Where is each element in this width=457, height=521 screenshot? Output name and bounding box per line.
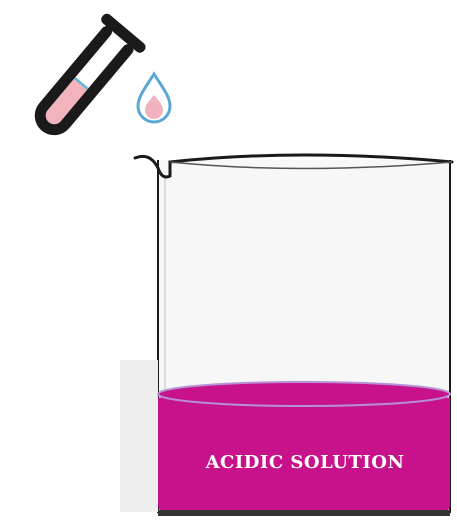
solution-surface <box>157 381 451 407</box>
solution-label: ACIDIC SOLUTION <box>205 452 405 473</box>
droplet-inner <box>145 95 163 119</box>
test-tube-rim <box>101 13 146 53</box>
test-tube-meniscus <box>73 77 89 90</box>
test-tube-liquid <box>45 78 88 125</box>
droplet-icon <box>136 71 172 124</box>
beaker-base <box>158 510 450 516</box>
test-tube-icon <box>34 13 146 136</box>
beaker-rim <box>133 153 454 179</box>
acidic-solution: ACIDIC SOLUTION <box>157 381 451 512</box>
beaker-shadow <box>120 360 158 512</box>
solution-liquid <box>158 386 450 512</box>
beaker-rim-back <box>169 161 453 170</box>
